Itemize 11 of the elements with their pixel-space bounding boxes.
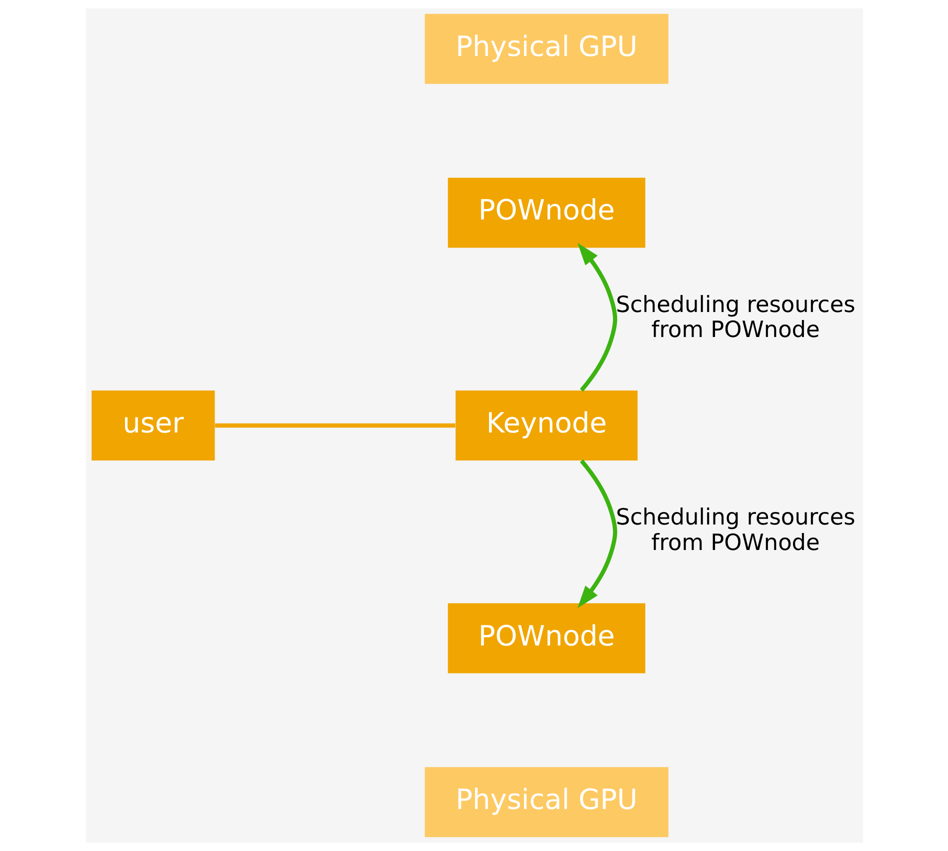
connector [214,423,455,428]
node-box: POWnode [447,178,645,248]
node-box: Physical GPU [424,767,668,838]
edge-label: Scheduling resources from POWnode [615,504,855,556]
edge-label: Scheduling resources from POWnode [615,292,855,344]
node-box: Physical GPU [424,14,668,84]
node-box: POWnode [447,603,645,674]
node-box: Keynode [455,390,638,460]
arrow [577,459,617,608]
arrow [577,242,617,392]
node-box: user [91,390,214,460]
